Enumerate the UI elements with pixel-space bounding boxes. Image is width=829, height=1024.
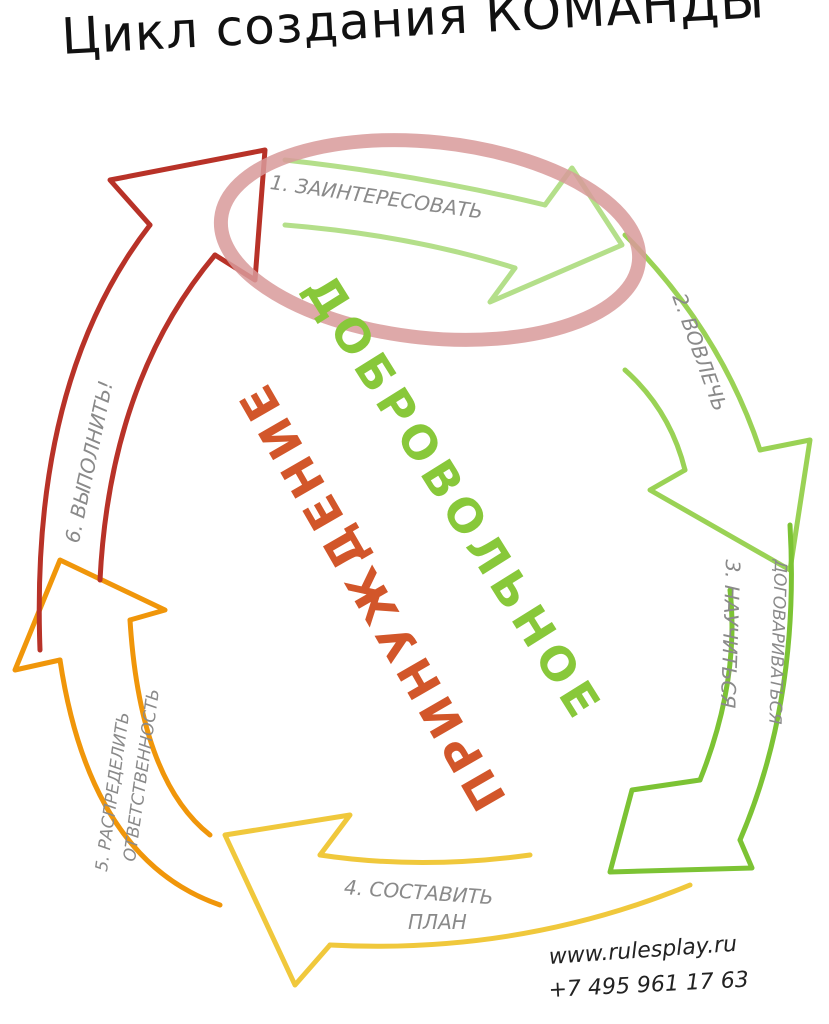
arrow-step-5 <box>12 557 223 908</box>
arrow-step-4 <box>222 812 693 988</box>
arrow-step-3 <box>607 522 794 875</box>
highlight-ellipse <box>213 133 647 347</box>
step-4-label-2: ПЛАН <box>408 910 467 934</box>
